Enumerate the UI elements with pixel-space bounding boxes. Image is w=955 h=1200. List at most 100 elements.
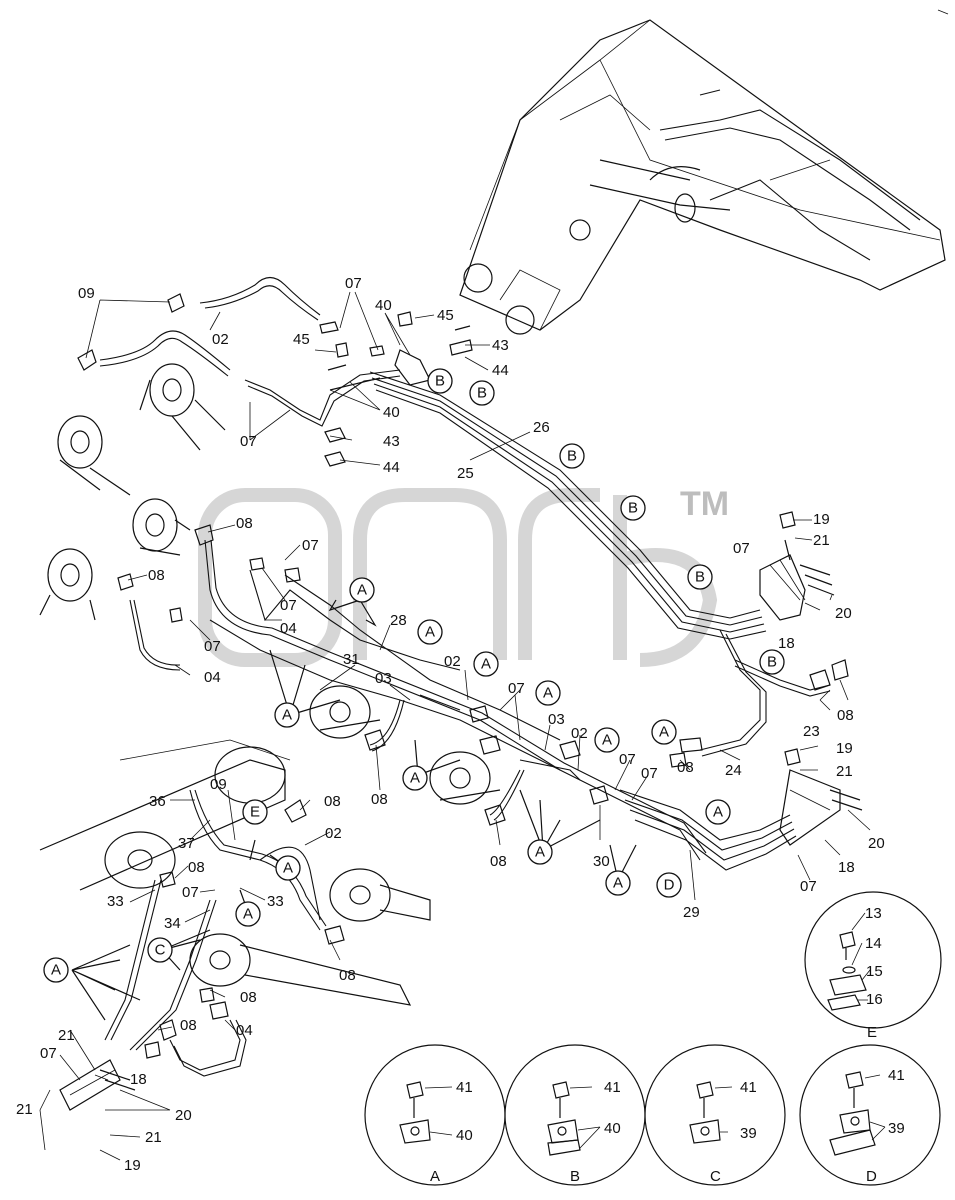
part-label: 02 <box>571 725 588 742</box>
svg-text:C: C <box>155 942 166 959</box>
callout-A: A <box>349 577 375 603</box>
middle-pipes <box>117 524 849 871</box>
part-label: 39 <box>888 1120 905 1137</box>
svg-text:A: A <box>543 685 553 702</box>
part-label: 44 <box>383 459 400 476</box>
part-label: 34 <box>164 915 181 932</box>
part-label: 03 <box>375 670 392 687</box>
detail-circle-C <box>644 1044 786 1186</box>
upper-hoses <box>77 276 473 467</box>
part-label: 41 <box>456 1079 473 1096</box>
callout-A: A <box>275 855 301 881</box>
part-label: 04 <box>204 669 221 686</box>
part-label: 08 <box>371 791 388 808</box>
part-label: D <box>866 1168 877 1185</box>
detail-circle-D <box>799 1044 941 1186</box>
svg-text:A: A <box>51 962 61 979</box>
part-label: 07 <box>641 765 658 782</box>
callout-B: B <box>559 443 585 469</box>
callout-A: A <box>705 799 731 825</box>
part-label: 07 <box>800 878 817 895</box>
svg-text:A: A <box>481 656 491 673</box>
callout-A: A <box>605 870 631 896</box>
svg-text:E: E <box>250 804 260 821</box>
cylinders <box>39 363 501 805</box>
part-label: 19 <box>813 511 830 528</box>
callout-B: B <box>687 564 713 590</box>
callout-B: B <box>469 380 495 406</box>
part-label: 21 <box>836 763 853 780</box>
part-label: B <box>570 1168 580 1185</box>
part-label: 08 <box>236 515 253 532</box>
callout-A: A <box>535 680 561 706</box>
part-label: 07 <box>182 884 199 901</box>
part-label: 08 <box>148 567 165 584</box>
part-label: 18 <box>838 859 855 876</box>
watermark: TM <box>198 485 729 667</box>
svg-text:A: A <box>243 906 253 923</box>
leader-lines <box>39 291 886 1161</box>
callout-A: A <box>402 765 428 791</box>
part-label: 28 <box>390 612 407 629</box>
callout-C: C <box>147 937 173 963</box>
detail-circle-E <box>804 891 942 1029</box>
svg-text:B: B <box>567 448 577 465</box>
callout-A: A <box>274 702 300 728</box>
part-label: 40 <box>456 1127 473 1144</box>
part-label: 13 <box>865 905 882 922</box>
callout-A: A <box>43 957 69 983</box>
part-label: 09 <box>78 285 95 302</box>
part-label: 30 <box>593 853 610 870</box>
svg-text:A: A <box>713 804 723 821</box>
part-label: 19 <box>836 740 853 757</box>
part-label: 07 <box>302 537 319 554</box>
svg-text:B: B <box>628 500 638 517</box>
svg-text:A: A <box>659 724 669 741</box>
part-label: E <box>867 1024 877 1041</box>
part-label: 07 <box>280 597 297 614</box>
part-label: 16 <box>866 991 883 1008</box>
valve-blocks <box>59 511 863 1111</box>
part-label: 02 <box>325 825 342 842</box>
callout-A: A <box>651 719 677 745</box>
part-label: 40 <box>604 1120 621 1137</box>
part-label: 07 <box>508 680 525 697</box>
part-label: 21 <box>58 1027 75 1044</box>
part-label: 07 <box>40 1045 57 1062</box>
part-label: 25 <box>457 465 474 482</box>
callout-A: A <box>417 619 443 645</box>
part-label: 15 <box>866 963 883 980</box>
part-label: 08 <box>180 1017 197 1034</box>
callout-A: A <box>594 727 620 753</box>
svg-text:A: A <box>410 770 420 787</box>
callout-B: B <box>427 368 453 394</box>
part-label: 21 <box>145 1129 162 1146</box>
callout-B: B <box>620 495 646 521</box>
part-label: 08 <box>677 759 694 776</box>
svg-text:B: B <box>435 373 445 390</box>
part-label: 03 <box>548 711 565 728</box>
svg-text:B: B <box>477 385 487 402</box>
part-label: 04 <box>236 1022 253 1039</box>
svg-text:B: B <box>695 569 705 586</box>
part-label: 24 <box>725 762 742 779</box>
part-label: 20 <box>868 835 885 852</box>
part-label: 18 <box>130 1071 147 1088</box>
part-labels: 09 02 07 40 45 45 43 44 40 07 43 44 26 2… <box>16 275 905 1185</box>
svg-text:A: A <box>425 624 435 641</box>
part-label: 08 <box>837 707 854 724</box>
part-label: 40 <box>375 297 392 314</box>
part-label: 18 <box>778 635 795 652</box>
part-label: 21 <box>813 532 830 549</box>
part-label: 44 <box>492 362 509 379</box>
part-label: 41 <box>740 1079 757 1096</box>
svg-text:D: D <box>664 877 675 894</box>
callouts: B B B B B B A A A A A A A A A A A A A A … <box>43 368 785 983</box>
part-label: 43 <box>383 433 400 450</box>
part-label: 37 <box>178 835 195 852</box>
svg-text:A: A <box>283 860 293 877</box>
part-label: 40 <box>383 404 400 421</box>
corner-mark <box>937 9 949 15</box>
detail-circle-A <box>364 1044 506 1186</box>
callout-D: D <box>656 872 682 898</box>
